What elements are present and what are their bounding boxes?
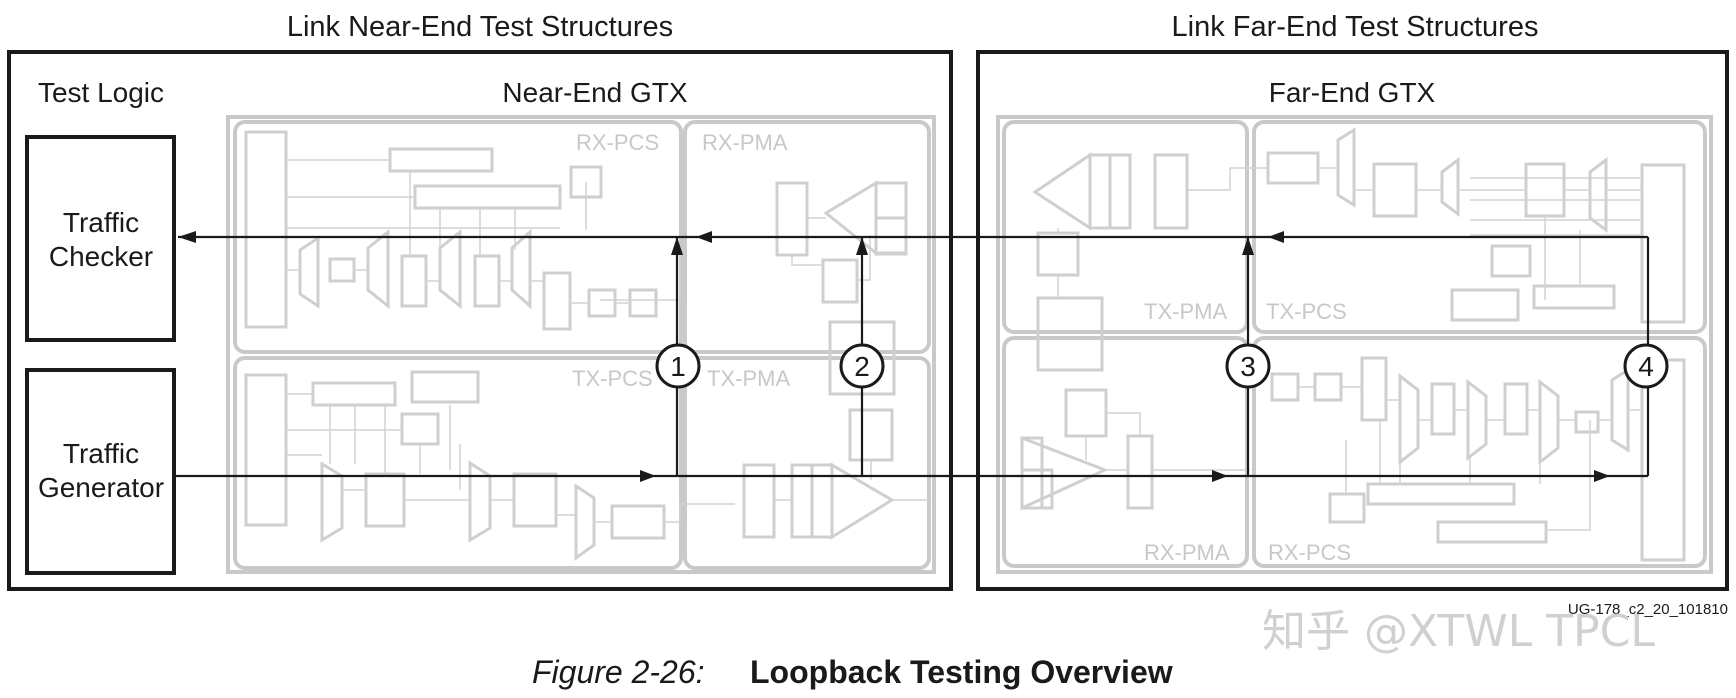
near-rx-pma-label: RX-PMA xyxy=(702,130,788,155)
figure-number: Figure 2-26: xyxy=(532,654,705,690)
far-tx-pma-block xyxy=(1002,120,1249,334)
loopback-2-badge: 2 xyxy=(839,343,885,389)
traffic-checker-box: Traffic Checker xyxy=(25,135,176,342)
near-tx-pcs-label: TX-PCS xyxy=(572,366,653,391)
near-rx-pcs-internals xyxy=(244,130,658,331)
figure-title: Loopback Testing Overview xyxy=(750,654,1173,690)
loopback-2-label: 2 xyxy=(854,351,870,382)
traffic-generator-box: Traffic Generator xyxy=(25,368,176,575)
near-end-frame: Test Logic Near-End GTX RX-PCS RX-PMA TX… xyxy=(7,50,953,591)
far-rx-pma-block xyxy=(1002,336,1249,568)
far-end-gtx-label: Far-End GTX xyxy=(1269,77,1436,108)
near-rx-pcs-label: RX-PCS xyxy=(576,130,659,155)
traffic-checker-line1: Traffic xyxy=(63,207,139,238)
far-end-frame: Far-End GTX TX-PMA TX-PCS RX-PMA RX-PCS xyxy=(976,50,1729,591)
far-rx-pma-internals xyxy=(1020,388,1250,511)
far-tx-pcs-block xyxy=(1252,120,1707,334)
far-end-title: Link Far-End Test Structures xyxy=(1172,11,1539,43)
near-tx-pma-block xyxy=(683,356,931,570)
far-tx-pcs-internals xyxy=(1266,127,1686,324)
far-rx-pcs-label: RX-PCS xyxy=(1268,540,1351,565)
far-tx-pcs-label: TX-PCS xyxy=(1266,299,1347,324)
loopback-1-badge: 1 xyxy=(655,343,701,389)
loopback-4-label: 4 xyxy=(1638,351,1654,382)
far-rx-pcs-internals xyxy=(1270,356,1686,562)
loopback-3-badge: 3 xyxy=(1225,343,1271,389)
near-tx-pma-internals xyxy=(742,408,930,540)
loopback-2-arrow xyxy=(856,237,868,255)
loopback-3-label: 3 xyxy=(1240,351,1256,382)
far-rx-pma-label: RX-PMA xyxy=(1144,540,1230,565)
near-tx-pcs-block xyxy=(233,356,683,570)
far-tx-pma-internals xyxy=(1032,152,1268,372)
far-tx-pma-label: TX-PMA xyxy=(1144,299,1227,324)
tx-arrow-1 xyxy=(640,470,656,482)
watermark: 知乎 @XTWL TPCL xyxy=(1262,606,1655,657)
far-rx-pcs-block xyxy=(1252,336,1707,568)
tx-arrow-2 xyxy=(1212,470,1228,482)
near-tx-pcs-internals xyxy=(244,370,735,561)
traffic-generator-line2: Generator xyxy=(38,472,164,503)
loopback-1-arrow xyxy=(671,237,683,255)
rx-arrow-2 xyxy=(1268,231,1284,243)
loopback-1-label: 1 xyxy=(670,351,686,382)
rx-arrow-checker xyxy=(178,231,196,243)
loopback-3-arrow xyxy=(1242,237,1254,255)
rx-arrow-1 xyxy=(696,231,712,243)
near-end-title: Link Near-End Test Structures xyxy=(287,11,673,43)
doc-id: UG-178_c2_20_101810 xyxy=(1568,601,1728,618)
traffic-generator-line1: Traffic xyxy=(63,438,139,469)
traffic-checker-line2: Checker xyxy=(49,241,153,272)
near-tx-pma-label: TX-PMA xyxy=(707,366,790,391)
loopback-4-badge: 4 xyxy=(1623,343,1669,389)
tx-arrow-3 xyxy=(1594,470,1610,482)
near-end-gtx-label: Near-End GTX xyxy=(502,77,687,108)
test-logic-label: Test Logic xyxy=(38,77,164,108)
